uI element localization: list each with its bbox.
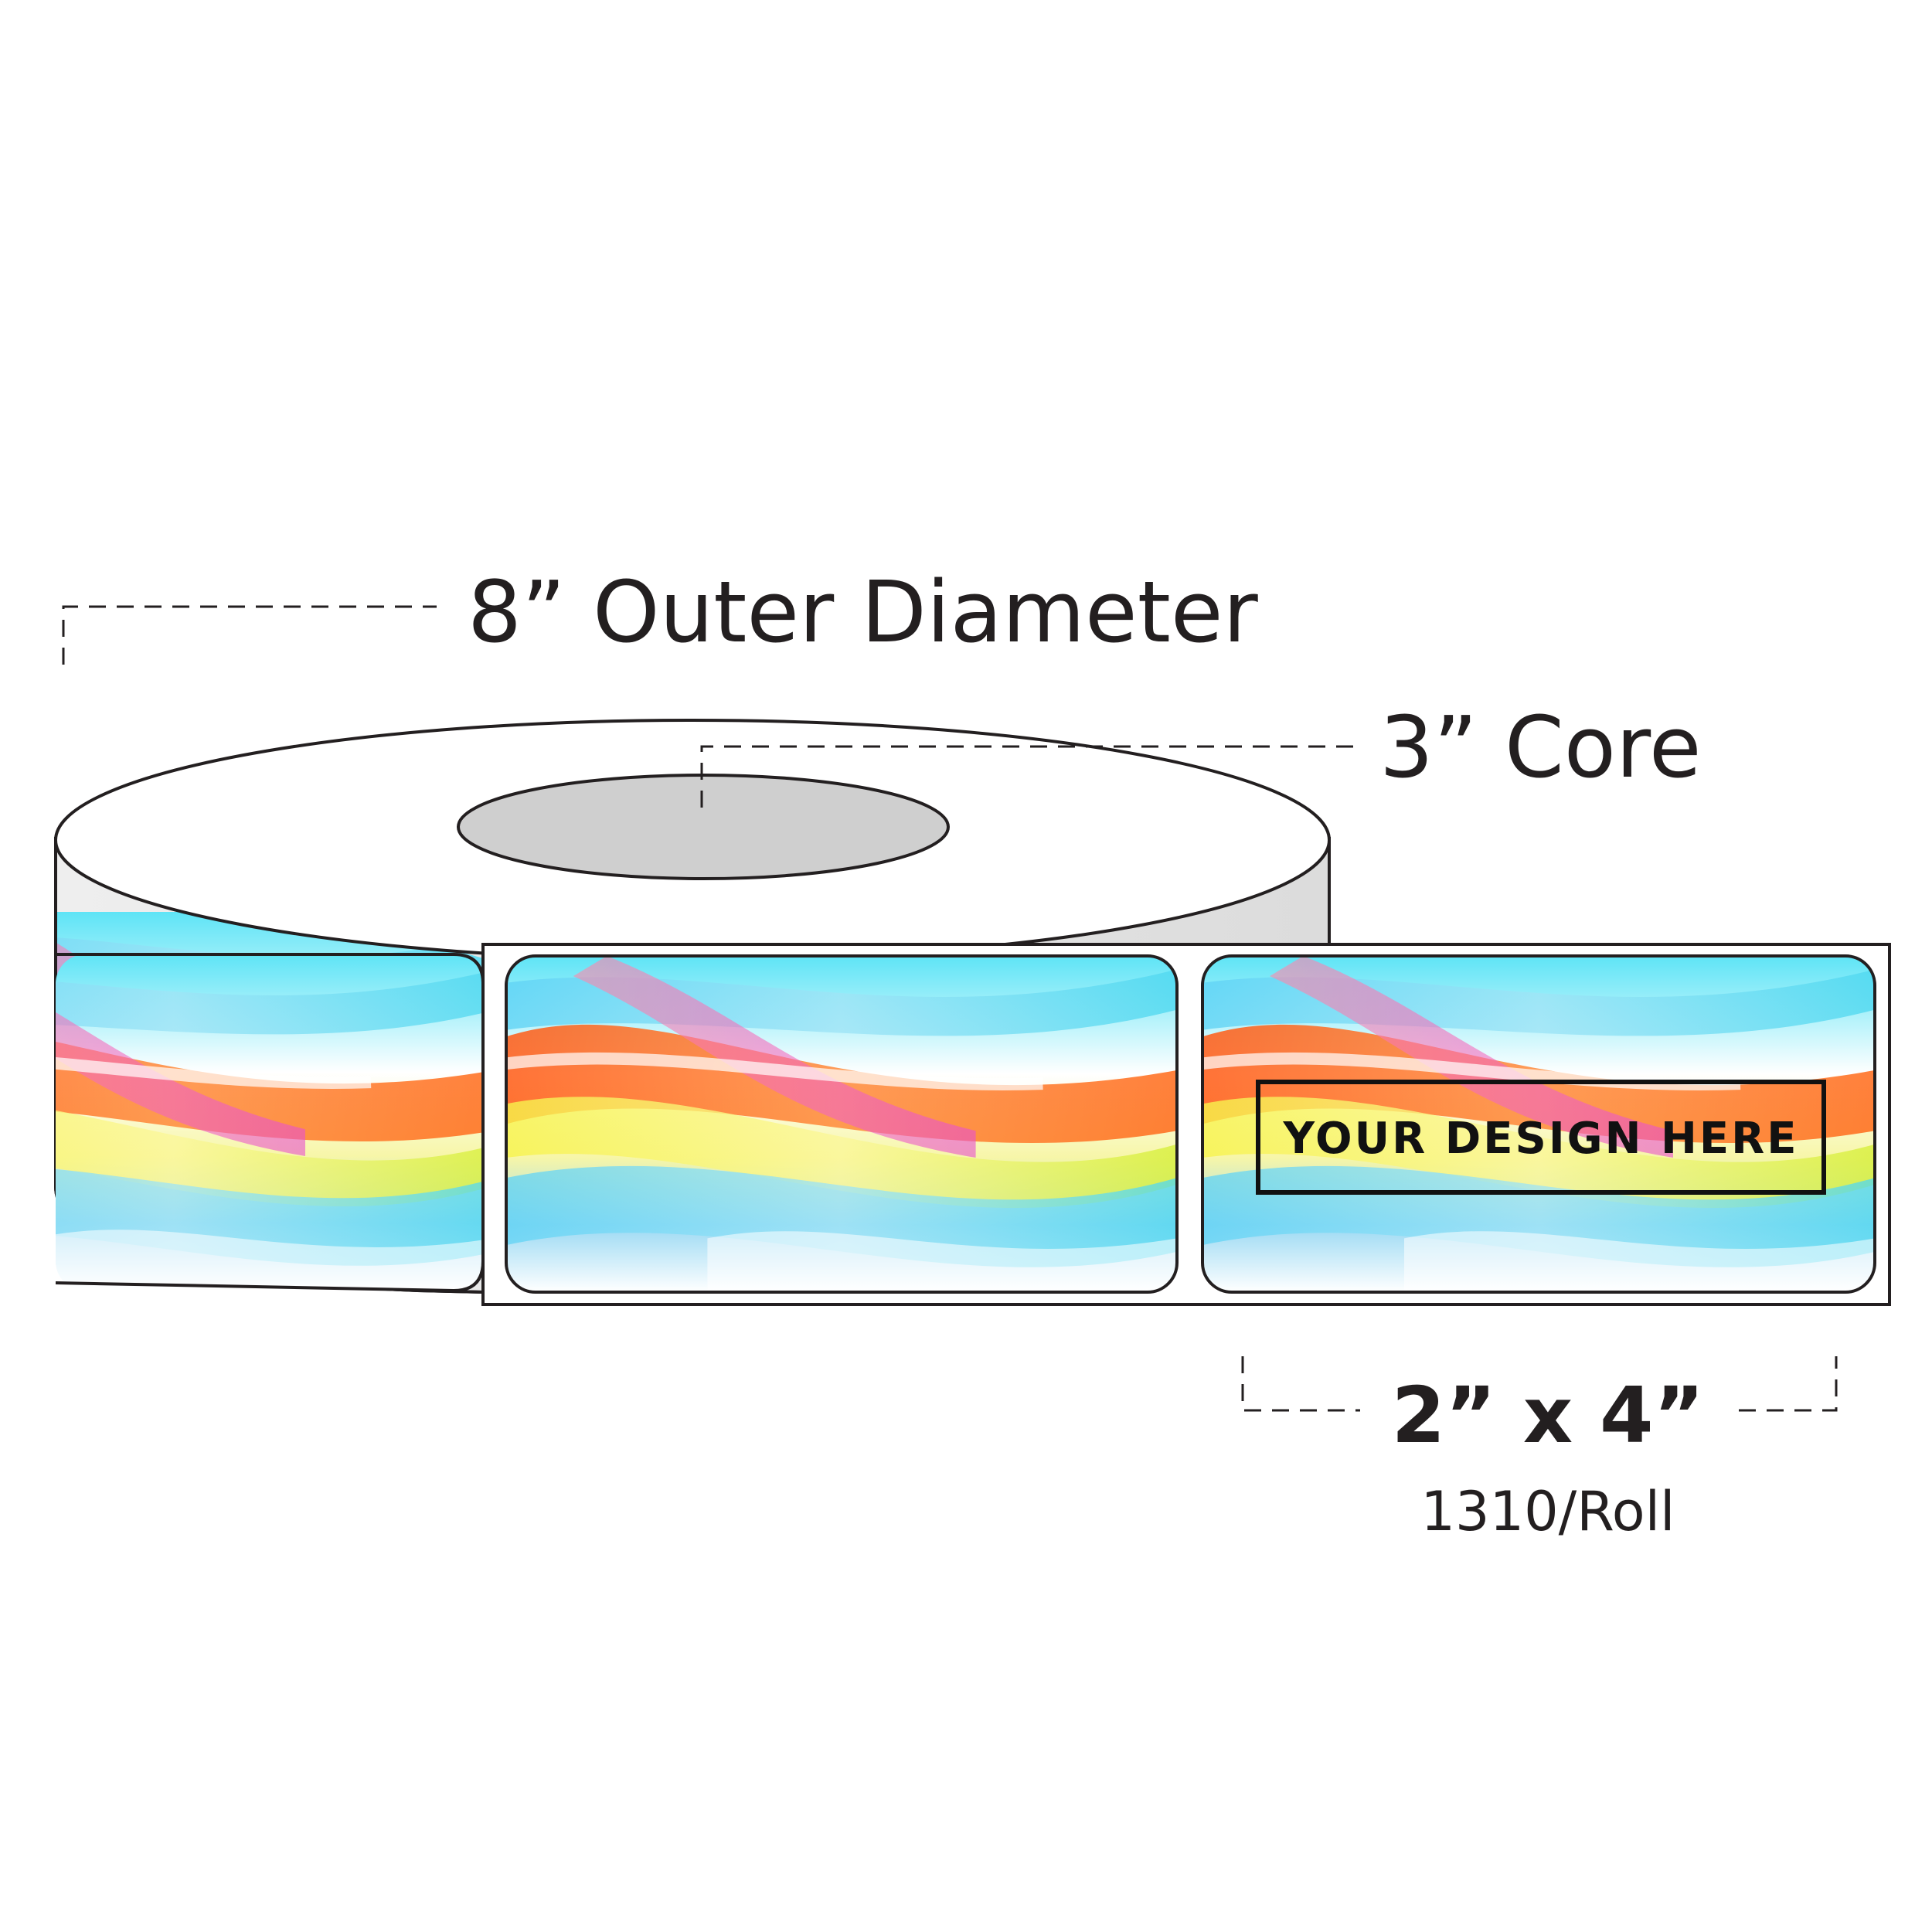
label-2 bbox=[505, 954, 1179, 1294]
outer-diameter-callout: 8” Outer Diameter bbox=[62, 563, 1259, 665]
label-size-callout: 2” x 4” 1310/Roll bbox=[1241, 1356, 1838, 1543]
label-size: 2” x 4” bbox=[1392, 1370, 1705, 1461]
design-placeholder-text: YOUR DESIGN HERE bbox=[1283, 1114, 1799, 1164]
core-label: 3” Core bbox=[1379, 698, 1702, 797]
label-3: YOUR DESIGN HERE bbox=[1201, 954, 1876, 1294]
design-placeholder-box bbox=[1256, 1080, 1826, 1195]
core-callout: 3” Core bbox=[700, 698, 1702, 808]
labels-per-roll: 1310/Roll bbox=[1421, 1480, 1675, 1543]
outer-diameter-label: 8” Outer Diameter bbox=[468, 563, 1259, 662]
roll-core bbox=[457, 774, 950, 880]
label-1 bbox=[55, 953, 485, 1293]
